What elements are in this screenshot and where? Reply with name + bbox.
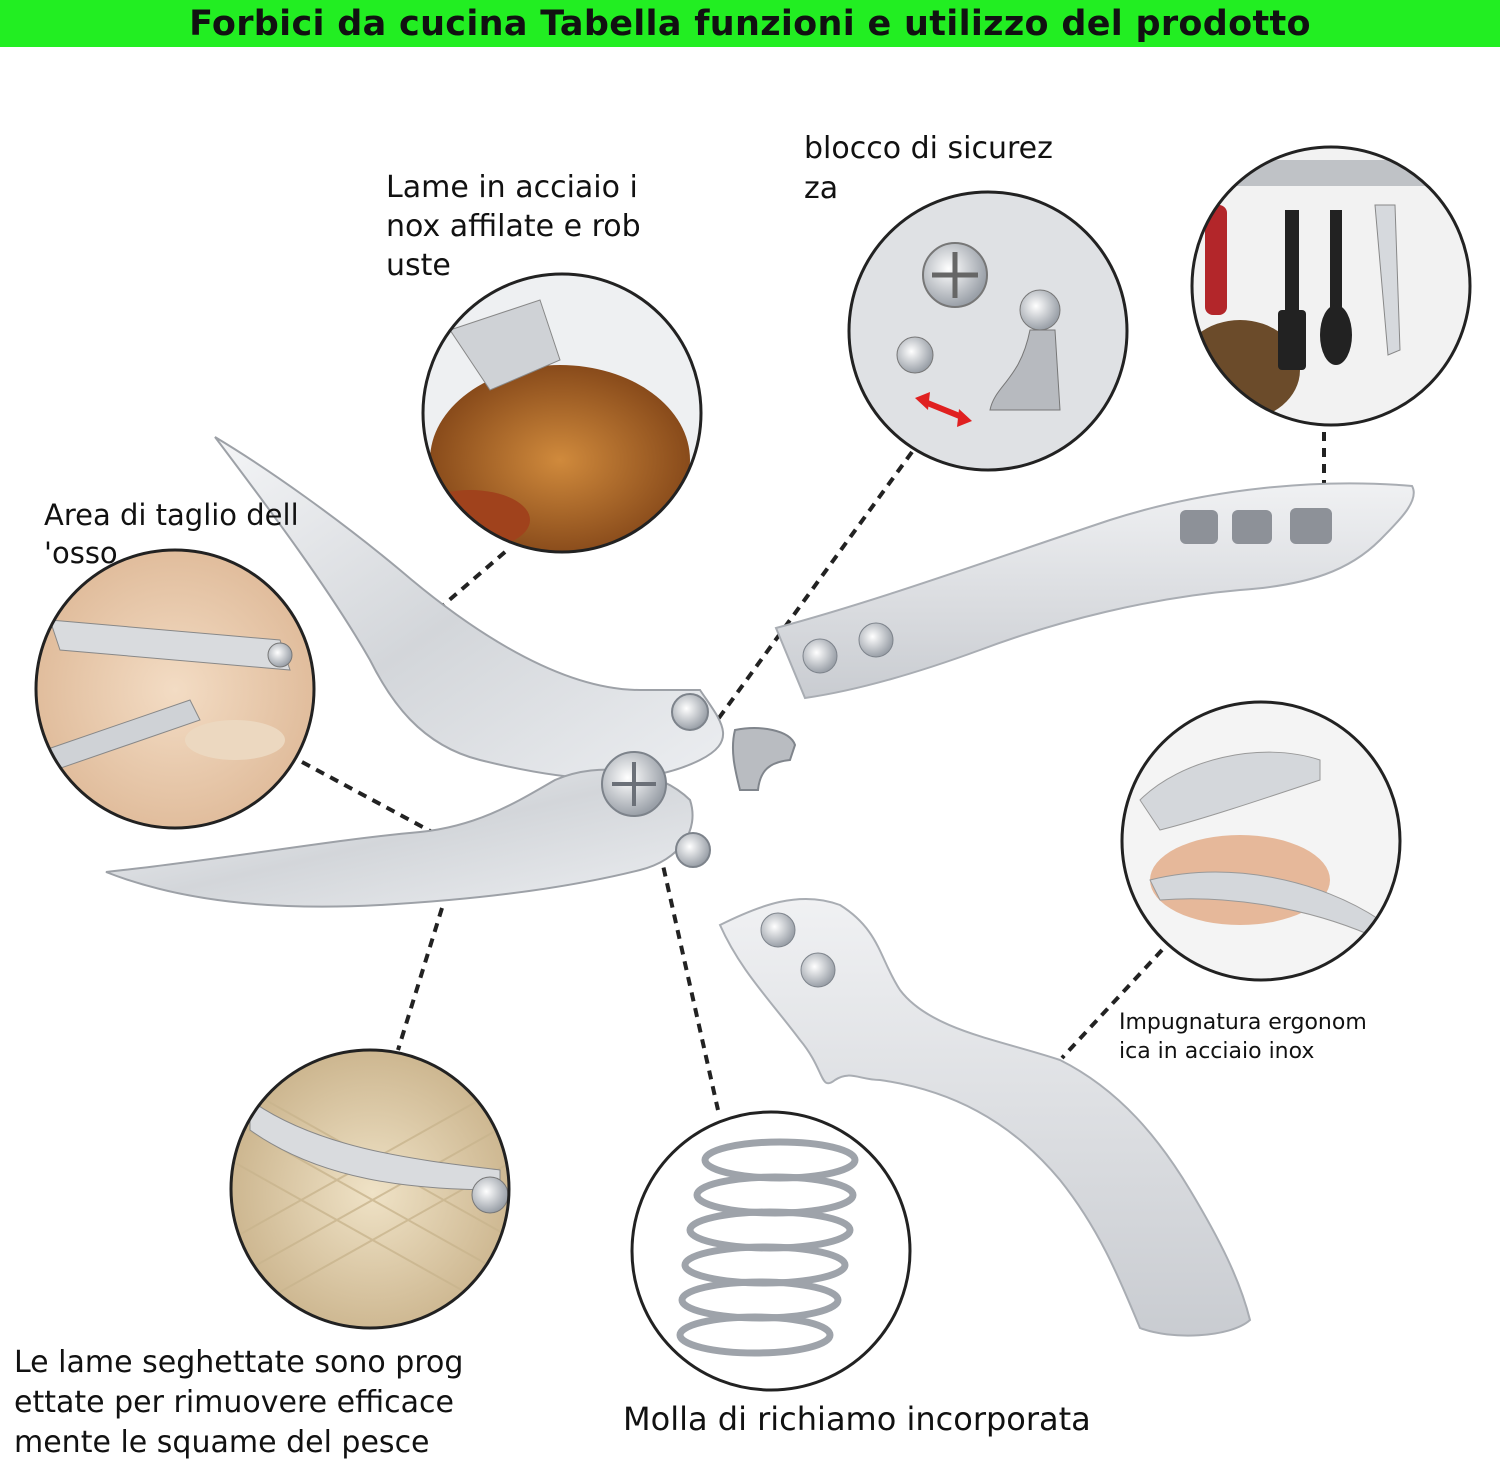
callout-blades: Lame in acciaio i nox affilate e rob ust… bbox=[386, 170, 641, 283]
callout-spring: Molla di richiamo incorporata bbox=[623, 1400, 1091, 1438]
handle-slot bbox=[1232, 510, 1272, 544]
lower-handle bbox=[718, 897, 1252, 1337]
rivet bbox=[800, 952, 836, 988]
callout-safety-lock: blocco di sicurez za bbox=[804, 131, 1053, 206]
rivet bbox=[760, 912, 796, 948]
callout-serrated: Le lame seghettate sono prog ettate per … bbox=[14, 1345, 464, 1460]
leader-spring bbox=[658, 851, 720, 1111]
safety-lock-lever bbox=[731, 727, 797, 791]
hand-grip-photo bbox=[1120, 700, 1402, 982]
bone-cutting-photo bbox=[34, 548, 316, 830]
safety-lock-closeup bbox=[847, 190, 1129, 472]
slide-arrow-icon bbox=[915, 392, 972, 427]
title-banner: Forbici da cucina Tabella funzioni e uti… bbox=[0, 0, 1500, 47]
leader-fish bbox=[396, 907, 444, 1051]
upper-blade bbox=[214, 436, 724, 780]
lock-pin bbox=[671, 693, 709, 731]
leader-grip bbox=[1060, 948, 1164, 1060]
leader-lock bbox=[714, 450, 914, 724]
roast-chicken-photo bbox=[421, 272, 703, 554]
rivet bbox=[858, 622, 894, 658]
kitchen-scissors-illustration bbox=[105, 436, 1415, 1337]
lower-blade bbox=[105, 768, 694, 908]
lock-pin bbox=[675, 832, 711, 868]
leader-bone bbox=[301, 760, 433, 834]
page-title: Forbici da cucina Tabella funzioni e uti… bbox=[189, 3, 1311, 44]
rivet bbox=[802, 638, 838, 674]
handle-slot bbox=[1290, 508, 1332, 544]
callout-bone-area: Area di taglio dell 'osso bbox=[44, 498, 299, 570]
handle-slot bbox=[1180, 510, 1218, 544]
callout-grip: Impugnatura ergonom ica in acciaio inox bbox=[1119, 1010, 1367, 1064]
spring-coil-closeup bbox=[630, 1110, 912, 1392]
hanging-utensils-photo bbox=[1190, 145, 1472, 427]
fish-scales-photo bbox=[229, 1048, 511, 1330]
